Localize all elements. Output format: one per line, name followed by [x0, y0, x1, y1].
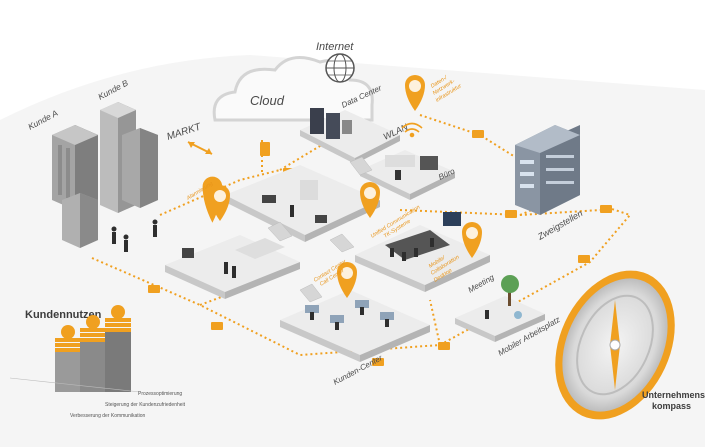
buero-platform	[360, 150, 455, 200]
node-icon	[438, 342, 450, 350]
data-center-platform	[300, 108, 400, 164]
coin-stacks	[55, 305, 131, 392]
stairs	[267, 156, 373, 303]
globe-icon	[325, 53, 355, 83]
pin-icons	[210, 75, 482, 298]
cloud-label: Cloud	[250, 93, 285, 108]
compass-label-2: kompass	[652, 401, 691, 411]
internet-label: Internet	[316, 41, 354, 53]
kundennutzen-title: Kundennutzen	[25, 309, 102, 321]
kunde-a-building	[52, 125, 98, 248]
node-icon	[578, 255, 590, 263]
mobile-workplace-platform	[455, 275, 545, 342]
compass-label-1: Unternehmens-	[642, 390, 705, 400]
node-icon	[372, 358, 384, 366]
kundennutzen-item-2: Steigerung der Kundenzufriedenheit	[105, 402, 186, 408]
kundennutzen-item-3: Verbesserung der Kommunikation	[70, 413, 146, 419]
node-icon	[472, 130, 484, 138]
people-group	[111, 219, 158, 252]
wifi-icon	[401, 122, 423, 138]
meeting-platform	[355, 212, 490, 292]
node-icon	[211, 322, 223, 330]
node-icon	[148, 285, 160, 293]
kunden-center-platform	[280, 290, 430, 362]
kundennutzen-item-1: Prozessoptimierung	[138, 391, 182, 397]
reception-platform	[165, 235, 300, 299]
node-icon	[260, 142, 270, 156]
kunde-b-building	[100, 102, 158, 213]
kundennutzen-guide	[9, 377, 141, 393]
zweigstellen-building	[515, 125, 580, 215]
node-icon	[600, 205, 612, 213]
compass-icon	[555, 270, 675, 420]
node-icon	[505, 210, 517, 218]
